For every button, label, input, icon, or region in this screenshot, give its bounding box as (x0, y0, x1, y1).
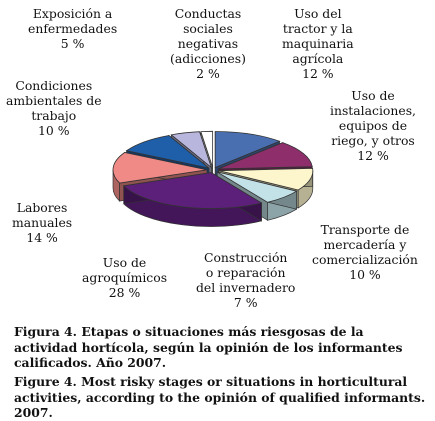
label-transporte: Transporte de mercadería y comercializac… (312, 222, 418, 282)
pie-slice (200, 130, 214, 168)
pie-slice (112, 152, 208, 184)
pie-slice (122, 172, 263, 209)
label-conductas: Conductas sociales negativas (adicciones… (170, 6, 246, 81)
caption-text: Most risky stages or situations in horti… (14, 374, 426, 420)
label-tractor: Uso del tractor y la maquinaria agrícola… (282, 6, 354, 81)
pie-chart (112, 130, 314, 227)
caption-lead: Figura 4. (14, 324, 77, 339)
pie-slice (218, 168, 314, 191)
pie-slice (125, 135, 210, 169)
pie-slice (214, 131, 281, 169)
pie-slice (170, 131, 213, 169)
pie-slice (217, 171, 298, 203)
figure-caption-english: Figure 4. Most risky stages or situation… (14, 374, 430, 421)
label-instalaciones: Uso de instalaciones, equipos de riego, … (330, 88, 416, 163)
figure-caption-spanish: Figura 4. Etapas o situaciones más riesg… (14, 324, 430, 371)
caption-lead: Figure 4. (14, 374, 77, 389)
label-construccion: Construcción o reparación del invernader… (196, 250, 296, 310)
caption-text: Etapas o situaciones más riesgosas de la… (14, 324, 403, 370)
pie-slice (218, 142, 313, 170)
